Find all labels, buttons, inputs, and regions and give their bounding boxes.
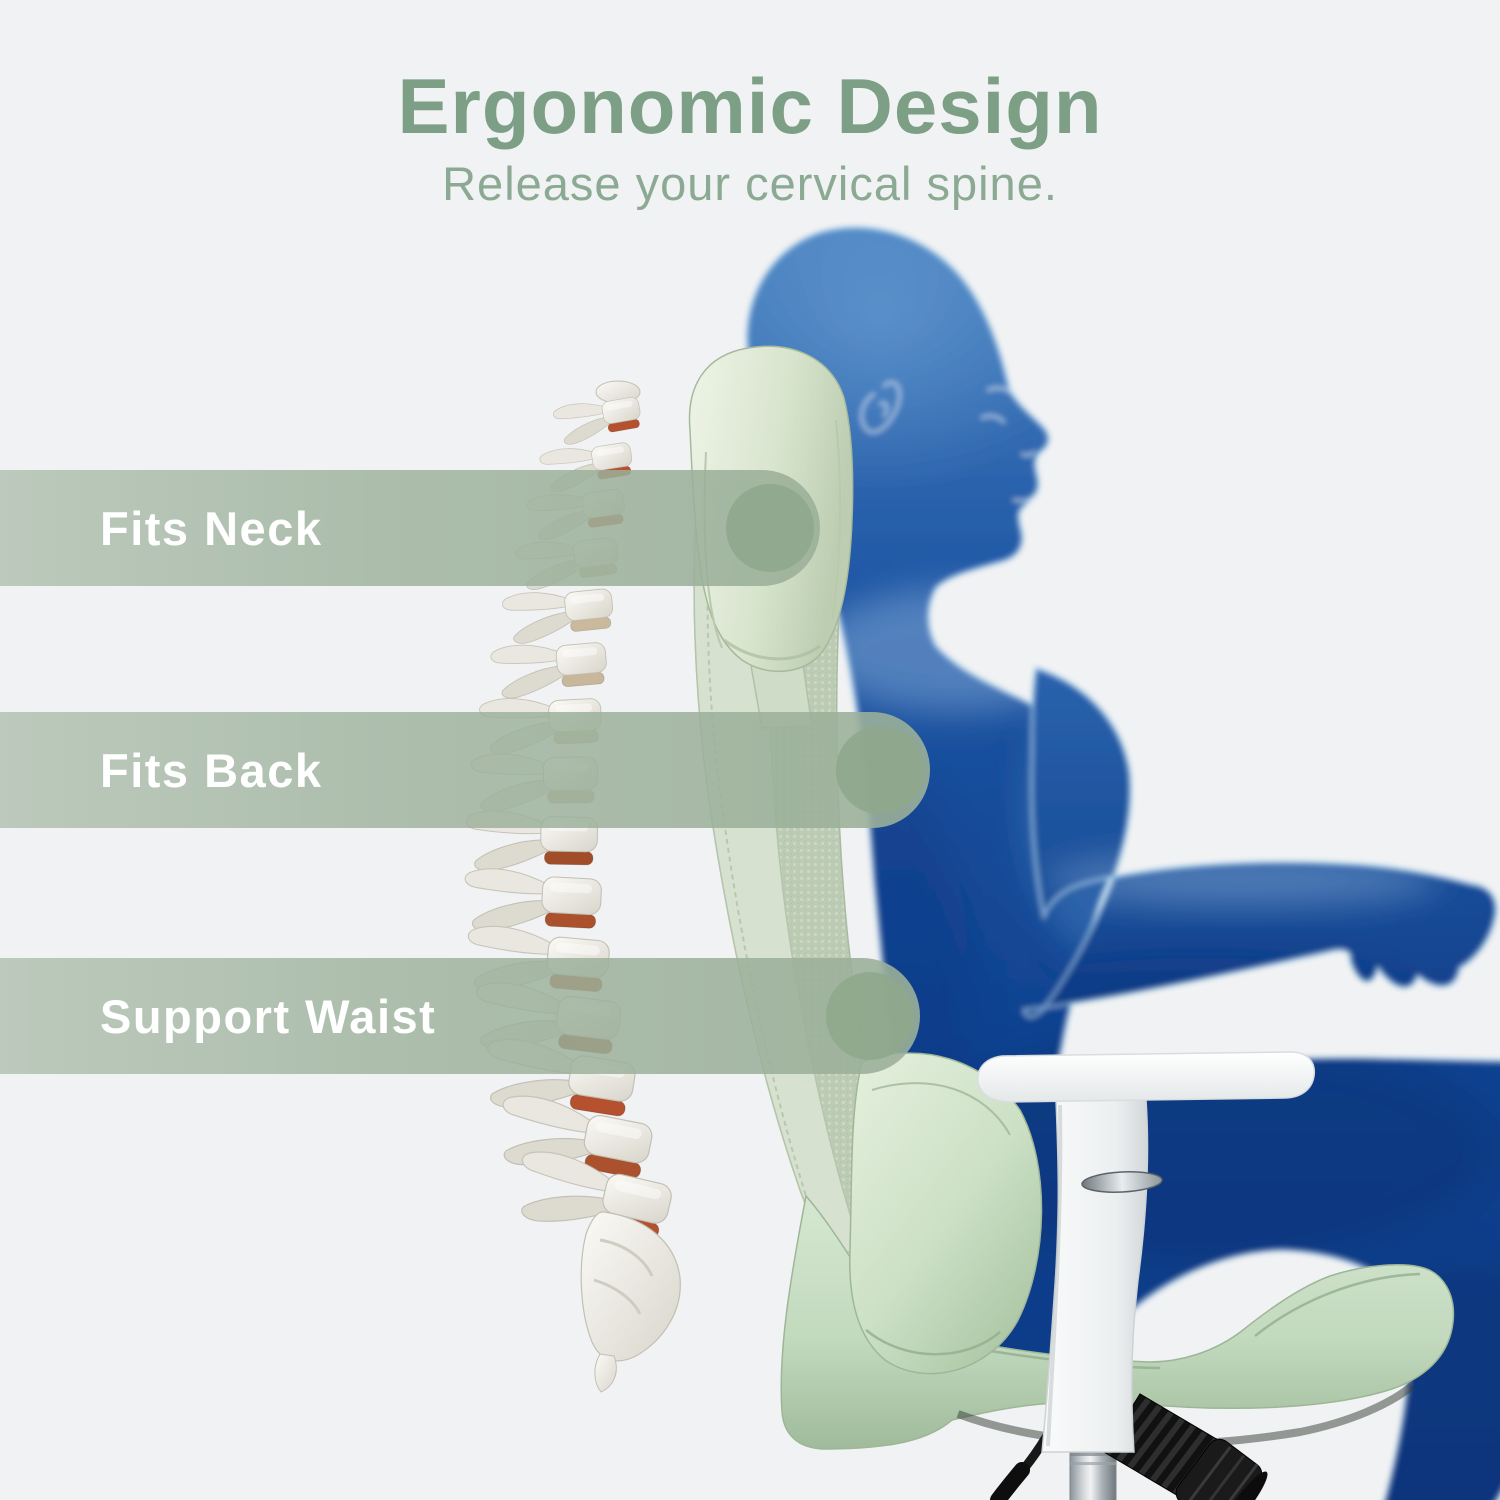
face-lines [860, 381, 1040, 502]
back-support-marker [836, 726, 924, 814]
neck-support-marker [726, 484, 814, 572]
callout-bar-fits-neck: Fits Neck [0, 470, 820, 586]
sacrum [580, 1211, 681, 1393]
callout-bar-fits-back: Fits Back [0, 712, 930, 828]
page-subtitle: Release your cervical spine. [442, 156, 1058, 210]
callout-bar-support-waist: Support Waist [0, 958, 920, 1074]
armrest-chrome-detail [1081, 1171, 1163, 1193]
armrest [977, 1051, 1316, 1453]
page-title: Ergonomic Design [397, 62, 1103, 150]
seat-underside-shadow [956, 1382, 1415, 1449]
header: Ergonomic Design Release your cervical s… [0, 62, 1500, 210]
ear-icon [860, 381, 901, 434]
figure-arm [1022, 666, 1498, 1019]
waist-support-marker [826, 972, 914, 1060]
armrest-pad [977, 1051, 1316, 1103]
callout-label: Fits Neck [100, 501, 323, 555]
office-chair [688, 345, 1455, 1500]
callout-label: Support Waist [100, 989, 437, 1043]
callout-label: Fits Back [100, 743, 323, 797]
